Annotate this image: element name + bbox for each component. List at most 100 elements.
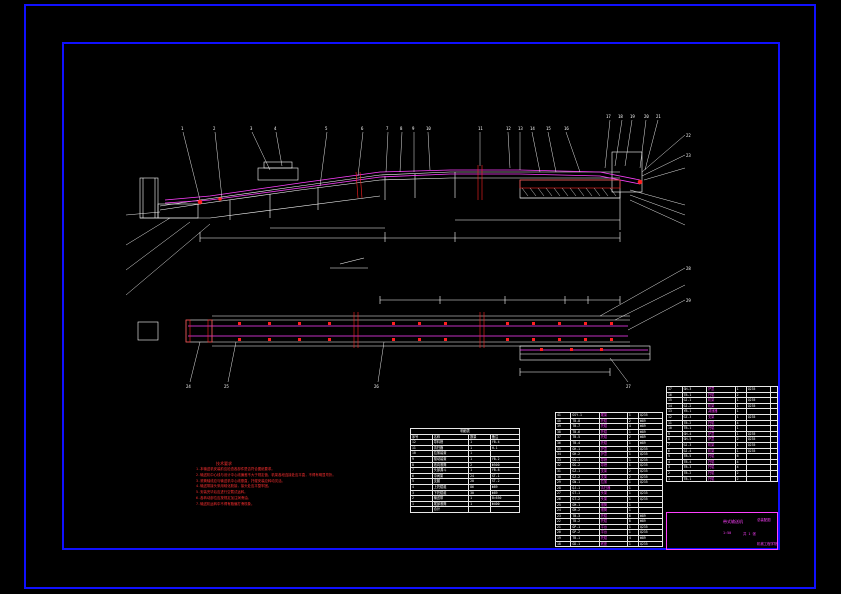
table-cell [770, 425, 778, 432]
table-cell: ST-1 [489, 472, 521, 480]
note-line: 7.输送机运转中不得有跑偏打滑现象。 [196, 501, 255, 506]
table-cell: Φ400 [489, 500, 521, 508]
table-cell: GD-1 [570, 540, 600, 548]
table-cell: Q235 [637, 412, 664, 419]
table-cell [410, 506, 433, 513]
table-cell: Q235 [745, 436, 772, 443]
svg-text:27: 27 [626, 384, 631, 389]
table-cell: YB-8 [489, 467, 521, 474]
table-cell: 托辊 [598, 434, 628, 441]
table-cell: 2 [734, 475, 747, 483]
notes-heading: 技术要求 [216, 461, 232, 466]
table-cell: 拉紧 [598, 479, 628, 486]
table-cell: 护罩 [598, 451, 628, 458]
table-cell: 1 [626, 540, 639, 548]
table-cell: Q235 [637, 451, 664, 458]
svg-text:22: 22 [686, 133, 691, 138]
table-cell: GH-4 [681, 430, 707, 438]
note-line: 5.安装完毕后应进行空载试运转。 [196, 490, 248, 495]
table-cell [637, 484, 664, 492]
svg-text:18: 18 [618, 114, 623, 119]
svg-text:29: 29 [686, 298, 691, 303]
table-cell [745, 391, 772, 399]
table-cell: TB-1 [681, 425, 707, 432]
table-cell: Φ89 [637, 423, 664, 430]
table-cell: TB-6 [570, 428, 600, 436]
table-cell: 托辊 [705, 475, 736, 483]
table-cell: 导槽 [598, 462, 628, 469]
table-cell: Φ500 [489, 461, 521, 469]
table-cell: 32 [554, 462, 572, 469]
table-cell: Q235 [637, 473, 664, 481]
table-cell: 拉紧装置 [431, 450, 470, 457]
svg-text:9: 9 [412, 126, 415, 131]
table-cell: 26 [554, 495, 572, 503]
table-cell: Q235 [637, 540, 664, 548]
table-cell: GH-1 [570, 445, 600, 453]
title-drawing-name: 带式输送机 [723, 519, 743, 524]
table-cell: 27 [554, 490, 572, 497]
table-cell: 4 [734, 464, 747, 471]
table-cell: 上托辊组 [431, 483, 470, 491]
table-cell: GG-2 [570, 462, 600, 469]
table-cell [468, 506, 491, 513]
table-cell [745, 425, 772, 432]
table-cell [770, 436, 778, 443]
table-cell: 尾架 [598, 412, 628, 419]
table-cell: GH-5 [681, 436, 707, 443]
table-cell: 1 [626, 501, 639, 509]
svg-text:6: 6 [361, 126, 364, 131]
table-cell: GG-1 [570, 456, 600, 464]
table-cell: 1 [626, 412, 639, 419]
table-cell: GJ-3 [681, 441, 707, 449]
table-cell: GT-1 [570, 490, 600, 497]
svg-text:20: 20 [644, 114, 649, 119]
table-cell: 1 [734, 397, 747, 404]
table-cell: 支架 [598, 467, 628, 475]
table-cell: 清扫器 [431, 444, 470, 452]
table-cell: 31 [554, 467, 572, 475]
table-cell: TB-3 [681, 464, 707, 471]
table-cell: 25 [554, 501, 572, 509]
table-row: 合计 [410, 506, 521, 513]
table-cell: Q235 [745, 386, 772, 393]
table-cell [745, 453, 772, 460]
table-cell: TB-1 [681, 475, 707, 483]
table-cell: Q235 [637, 467, 664, 475]
side-callout-numbers: 1 2 3 4 5 6 7 8 9 10 11 12 13 14 15 16 1… [181, 114, 691, 158]
table-cell [745, 458, 772, 466]
table-cell: 1 [626, 440, 639, 447]
note-line: 3.滚筒轴线应与输送机中心线垂直，托辊安装应转动灵活。 [196, 478, 285, 483]
table-cell: 导料槽 [431, 439, 470, 446]
table-cell: 护罩 [598, 445, 628, 453]
svg-text:23: 23 [686, 153, 691, 158]
table-cell: 2 [734, 469, 747, 477]
svg-text:17: 17 [606, 114, 611, 119]
table-cell: B=650 [489, 495, 521, 502]
table-cell: Q235 [637, 456, 664, 464]
table-cell [770, 469, 778, 477]
table-cell: 1 [626, 479, 639, 486]
table-cell: 1 [734, 425, 747, 432]
table-cell: YB-2 [489, 456, 521, 463]
table-cell [770, 475, 778, 483]
table-cell: TB-1 [681, 391, 707, 399]
title-scale: 1:50 [723, 531, 732, 535]
